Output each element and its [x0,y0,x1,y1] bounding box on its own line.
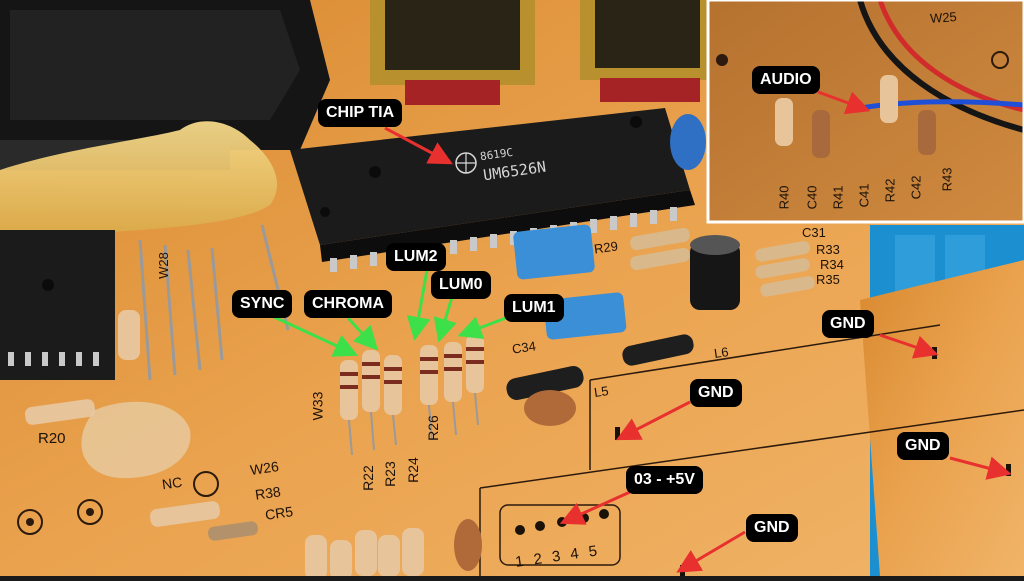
silk-r35: R35 [816,272,840,287]
label-lum2: LUM2 [386,243,446,271]
silk-l6: L6 [713,344,730,361]
silk-c40: C40 [804,185,820,210]
silk-r43: R43 [939,167,955,192]
silk-r34: R34 [820,257,844,272]
silk-c42: C42 [908,175,924,200]
label-gnd-mid: GND [690,379,742,407]
label-audio: AUDIO [752,66,820,94]
label-gnd-bottom: GND [746,514,798,542]
audio-inset [706,0,1024,224]
label-lum0: LUM0 [431,271,491,299]
silk-w25: W25 [929,9,958,26]
silk-r40: R40 [776,185,792,210]
silk-l5: L5 [593,383,610,400]
silk-r42: R42 [882,178,898,203]
silk-r22: R22 [359,465,376,491]
label-chroma: CHROMA [304,290,392,318]
silk-c31: C31 [802,225,826,240]
silk-w28: W28 [155,252,171,279]
silk-nc: NC [160,473,184,493]
glue-blob [0,121,278,240]
label-chip-tia: CHIP TIA [318,99,403,127]
silk-r23: R23 [381,461,398,487]
label-sync: SYNC [232,290,293,318]
silk-r20: R20 [38,430,66,447]
video-resistors [340,335,484,456]
silk-c41: C41 [856,183,872,208]
silk-w33: W33 [309,391,326,421]
label-gnd-right-bottom: GND [897,432,949,460]
silk-r41: R41 [830,185,846,210]
label-pin03-5v: 03 - +5V [626,466,703,494]
label-lum1: LUM1 [504,294,564,322]
silk-r26: R26 [424,415,441,441]
label-gnd-right-top: GND [822,310,874,338]
silk-r24: R24 [404,457,421,483]
silk-r33: R33 [816,242,840,257]
